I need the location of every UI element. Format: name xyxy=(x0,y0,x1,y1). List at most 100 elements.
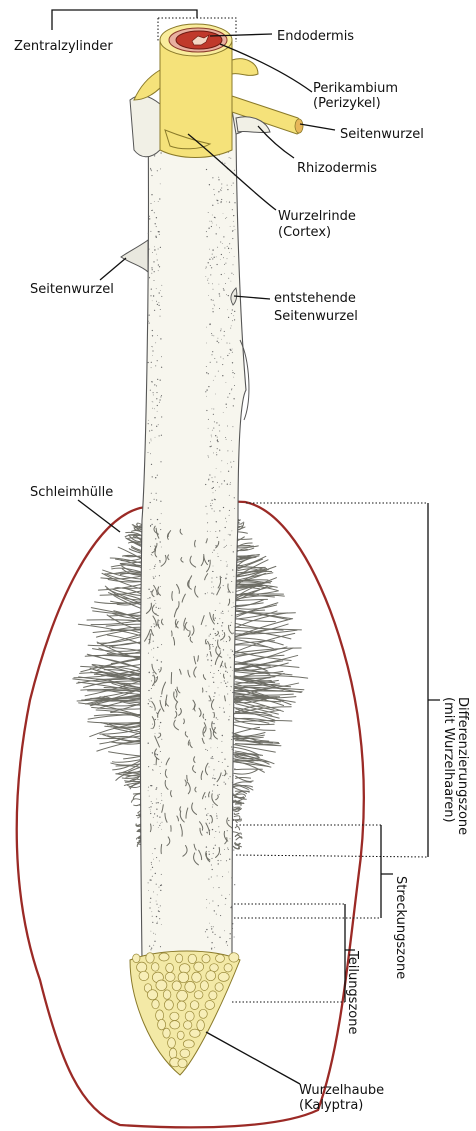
stipple-dot xyxy=(161,800,162,801)
stipple-dot xyxy=(155,934,156,935)
stipple-dot xyxy=(161,829,162,830)
stipple-dot xyxy=(210,505,211,506)
stipple-dot xyxy=(154,600,155,601)
stipple-dot xyxy=(154,764,155,765)
stipple-dot xyxy=(226,407,227,408)
stipple-dot xyxy=(225,437,226,438)
stipple-dot xyxy=(216,225,217,226)
stipple-dot xyxy=(157,519,158,520)
stipple-dot xyxy=(231,746,232,747)
stipple-dot xyxy=(232,231,233,232)
stipple-dot xyxy=(162,822,163,823)
stipple-dot xyxy=(205,931,206,932)
label-entstehende: entstehende xyxy=(274,291,356,306)
label-perizykel: (Perizykel) xyxy=(313,96,381,111)
stipple-dot xyxy=(218,860,219,861)
stipple-dot xyxy=(156,426,157,427)
stipple-dot xyxy=(148,882,149,883)
label-kalyptra: (Kalyptra) xyxy=(299,1098,363,1113)
stipple-dot xyxy=(214,217,215,218)
stipple-dot xyxy=(222,243,223,244)
stipple-dot xyxy=(215,618,216,619)
stipple-dot xyxy=(232,692,233,693)
stipple-dot xyxy=(156,799,157,800)
stipple-dot xyxy=(153,933,154,934)
stipple-dot xyxy=(232,209,233,210)
stipple-dot xyxy=(231,686,232,687)
wurzelhaube-cell xyxy=(163,1028,170,1038)
stipple-dot xyxy=(230,625,231,626)
stipple-dot xyxy=(233,688,234,689)
stipple-dot xyxy=(208,228,209,229)
stipple-dot xyxy=(215,831,216,832)
stipple-dot xyxy=(213,189,214,190)
wurzelhaube-cell xyxy=(159,953,169,961)
stipple-dot xyxy=(226,941,227,942)
stipple-dot xyxy=(161,356,162,357)
stipple-dot xyxy=(224,782,225,783)
stipple-dot xyxy=(211,267,212,268)
stipple-dot xyxy=(160,541,161,542)
stipple-dot xyxy=(153,825,154,826)
stipple-dot xyxy=(161,296,162,297)
stipple-dot xyxy=(158,270,159,271)
stipple-dot xyxy=(216,521,217,522)
stipple-dot xyxy=(150,949,151,950)
stipple-dot xyxy=(213,646,214,647)
stipple-dot xyxy=(233,750,234,751)
stipple-dot xyxy=(159,561,160,562)
stipple-dot xyxy=(212,215,213,216)
wurzelhaube-cell xyxy=(180,1049,190,1058)
wurzelhaube-cell xyxy=(177,1031,184,1039)
wurzelhaube-cell xyxy=(177,990,188,1001)
stipple-dot xyxy=(212,777,213,778)
stipple-dot xyxy=(232,426,233,427)
stipple-dot xyxy=(210,634,211,635)
stipple-dot xyxy=(229,343,230,344)
stipple-dot xyxy=(231,739,232,740)
stipple-dot xyxy=(211,257,212,258)
stipple-dot xyxy=(159,860,160,861)
stipple-dot xyxy=(211,299,212,300)
stipple-dot xyxy=(226,545,227,546)
stipple-dot xyxy=(205,796,206,797)
stipple-dot xyxy=(212,311,213,312)
stipple-dot xyxy=(212,869,213,870)
wurzelhaar xyxy=(234,769,262,770)
stipple-dot xyxy=(208,457,209,458)
stipple-dot xyxy=(208,373,209,374)
stipple-dot xyxy=(212,430,213,431)
stipple-dot xyxy=(155,753,156,754)
stipple-dot xyxy=(230,158,231,159)
stipple-dot xyxy=(160,696,161,697)
stipple-dot xyxy=(206,231,207,232)
stipple-dot xyxy=(156,677,157,678)
stipple-dot xyxy=(224,930,225,931)
stipple-dot xyxy=(160,773,161,774)
stipple-dot xyxy=(227,945,228,946)
stipple-dot xyxy=(156,857,157,858)
stipple-dot xyxy=(233,743,234,744)
wurzelhaube-cell xyxy=(156,980,167,991)
stipple-dot xyxy=(158,907,159,908)
stipple-dot xyxy=(160,885,161,886)
stipple-dot xyxy=(210,503,211,504)
stipple-dot xyxy=(154,685,155,686)
stipple-dot xyxy=(213,628,214,629)
stipple-dot xyxy=(226,574,227,575)
stipple-dot xyxy=(227,693,228,694)
stipple-dot xyxy=(226,217,227,218)
stipple-dot xyxy=(217,341,218,342)
stipple-dot xyxy=(225,283,226,284)
stipple-dot xyxy=(159,435,160,436)
stipple-dot xyxy=(151,288,152,289)
stipple-dot xyxy=(225,218,226,219)
stipple-dot xyxy=(159,816,160,817)
stipple-dot xyxy=(223,666,224,667)
wurzelhaube-cell xyxy=(197,1020,205,1031)
stipple-dot xyxy=(234,649,235,650)
stipple-dot xyxy=(220,603,221,604)
stipple-dot xyxy=(227,565,228,566)
stipple-dot xyxy=(154,212,155,213)
stipple-dot xyxy=(221,339,222,340)
